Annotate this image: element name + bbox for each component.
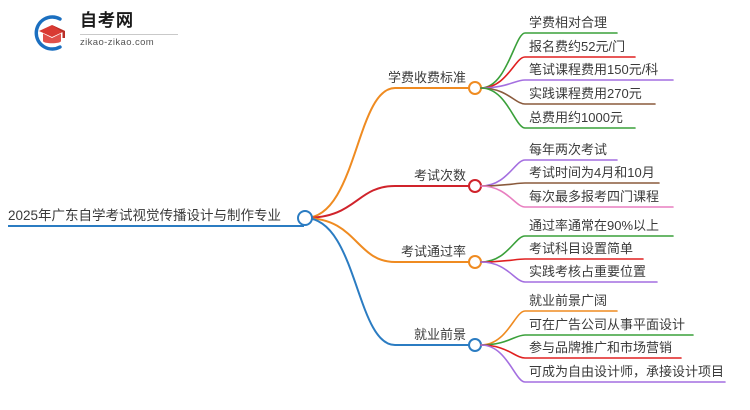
logo-mark-icon [34, 15, 65, 51]
leaf-label-4-2[interactable]: 可在广告公司从事平面设计 [529, 317, 686, 332]
leaf-label-3-3[interactable]: 实践考核占重要位置 [529, 264, 647, 279]
leaf-label-1-1[interactable]: 学费相对合理 [529, 15, 608, 30]
leaf-label-1-3[interactable]: 笔试课程费用150元/科 [529, 62, 659, 77]
logo-brand-text: 自考网 [80, 11, 134, 30]
root-underline [8, 225, 304, 227]
leaf-label-4-3[interactable]: 参与品牌推广和市场营销 [529, 340, 673, 355]
logo-divider [80, 34, 178, 35]
branch-label-3[interactable]: 考试通过率 [400, 244, 466, 259]
logo-url-text: zikao-zikao.com [80, 37, 155, 48]
branch-label-4[interactable]: 就业前景 [413, 327, 466, 342]
branch-label-2[interactable]: 考试次数 [413, 168, 466, 183]
leaf-label-4-4[interactable]: 可成为自由设计师，承接设计项目 [529, 364, 725, 379]
leaf-label-2-2[interactable]: 考试时间为4月和10月 [529, 165, 655, 180]
leaf-label-3-1[interactable]: 通过率通常在90%以上 [529, 218, 660, 233]
leaf-label-3-2[interactable]: 考试科目设置简单 [529, 241, 634, 256]
site-logo: 自考网 zikao-zikao.com [28, 10, 178, 56]
leaf-label-1-4[interactable]: 实践课程费用270元 [529, 86, 642, 101]
leaf-label-4-1[interactable]: 就业前景广阔 [529, 293, 608, 308]
root-node[interactable]: 2025年广东自学考试视觉传播设计与制作专业 [8, 203, 304, 227]
leaf-label-2-1[interactable]: 每年两次考试 [529, 142, 608, 157]
leaf-label-2-3[interactable]: 每次最多报考四门课程 [529, 189, 660, 204]
leaf-label-1-2[interactable]: 报名费约52元/门 [529, 39, 626, 54]
branch-label-1[interactable]: 学费收费标准 [387, 70, 466, 85]
leaf-label-1-5[interactable]: 总费用约1000元 [529, 110, 623, 125]
root-label: 2025年广东自学考试视觉传播设计与制作专业 [8, 208, 282, 223]
